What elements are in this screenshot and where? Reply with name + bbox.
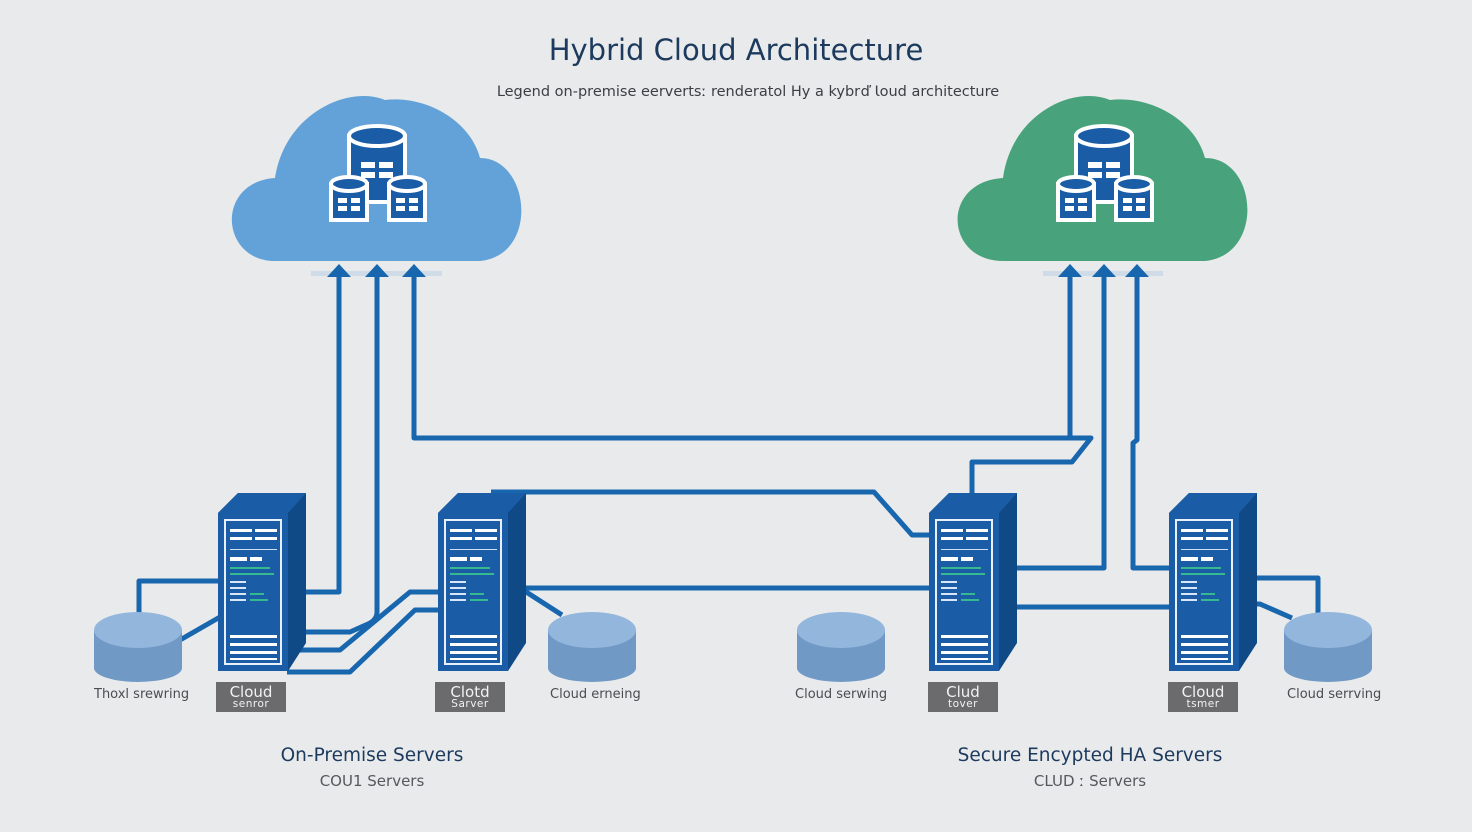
connector-line — [287, 589, 440, 653]
group-subtitle-on-premise: COU1 Servers — [319, 772, 425, 790]
cloud-left — [231, 95, 522, 261]
group-subtitle-secure: CLUD ː Servers — [1033, 772, 1147, 790]
arrow-up-icon — [365, 264, 389, 277]
server-rack-icon — [217, 492, 307, 672]
group-title-secure: Secure Encypted HA Servers — [957, 745, 1223, 766]
connector-line — [1238, 575, 1321, 613]
server-badge-line2: tsmer — [1186, 698, 1220, 710]
connectors — [136, 275, 1321, 675]
group-title-on-premise: On-Premise Servers — [280, 745, 464, 766]
server-rack-icon — [928, 492, 1018, 672]
connector-line — [178, 614, 222, 643]
arrow-up-icon — [1125, 264, 1149, 277]
storage-label: Cloud erneing — [550, 687, 641, 702]
server-badge-line1: Cloud — [229, 683, 273, 701]
storage-label: Cloud serrving — [1287, 687, 1382, 702]
arrow-heads — [327, 264, 1149, 277]
connector-line — [998, 275, 1107, 571]
cloud-right — [957, 95, 1248, 261]
server-badge-line2: Sarver — [451, 698, 489, 710]
connector-line — [491, 489, 930, 538]
arrow-up-icon — [1058, 264, 1082, 277]
server-rack-icon — [437, 492, 527, 672]
storage-disk-icon — [797, 612, 885, 682]
arrow-up-icon — [1092, 264, 1116, 277]
connector-line — [518, 585, 564, 618]
arrow-up-icon — [402, 264, 426, 277]
server-badge: Cloud senror — [216, 682, 286, 712]
storage-disk-icon — [548, 612, 636, 682]
server-badge: Clotd Sarver — [435, 682, 505, 712]
server-badge: Cloud tsmer — [1168, 682, 1238, 712]
storage-disk-icon — [1284, 612, 1372, 682]
storage-label: Cloud serwing — [795, 687, 888, 702]
connector-line — [411, 275, 1094, 520]
server-badge-line1: Clotd — [450, 683, 490, 701]
server-badge: Clud tover — [928, 682, 998, 712]
server-badge-line2: tover — [947, 698, 979, 710]
storage-label: Thoxl srewring — [94, 687, 190, 702]
connector-line — [136, 578, 220, 615]
server-badge-line1: Clud — [946, 683, 980, 701]
storage-disk-icon — [94, 612, 182, 682]
diagram-title: Hybrid Cloud Architecture — [548, 33, 924, 67]
connector-line — [1130, 275, 1171, 571]
connector-line — [287, 607, 440, 675]
server-badge-line2: senror — [232, 698, 270, 710]
arrow-up-icon — [327, 264, 351, 277]
server-rack-icon — [1168, 492, 1258, 672]
server-badge-line1: Cloud — [1181, 683, 1225, 701]
diagram-subtitle: Legend on-premise eervertsː renderatol H… — [496, 84, 1000, 100]
